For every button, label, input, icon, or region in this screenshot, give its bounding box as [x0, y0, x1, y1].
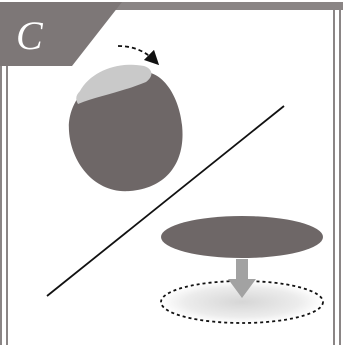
panel-label: C	[16, 13, 44, 58]
upper-disc	[161, 216, 323, 258]
disc-drop-group	[161, 216, 323, 323]
right-border-inner	[333, 8, 335, 345]
rotating-shape-group	[69, 46, 183, 191]
panel-label-badge: C	[0, 2, 122, 66]
rotation-arrow-icon	[118, 46, 154, 60]
right-border-outer	[339, 2, 341, 345]
